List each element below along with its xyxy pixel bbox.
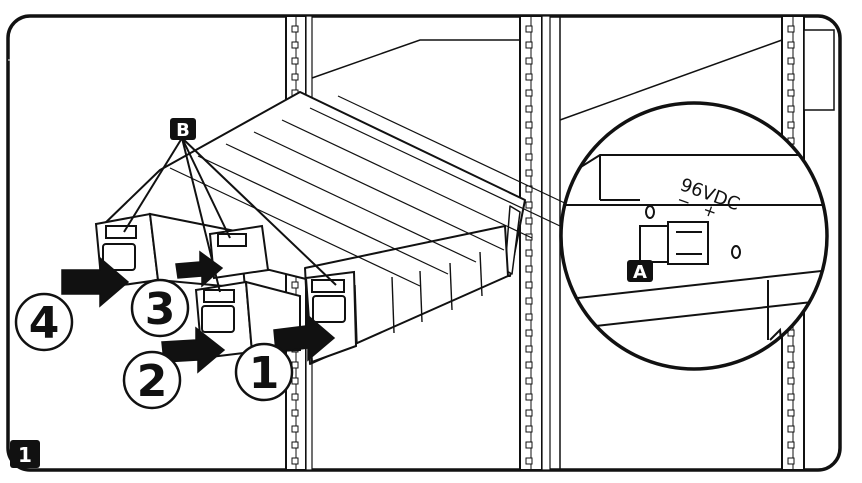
- step-number-4: 4: [29, 298, 60, 349]
- rail-hole: [525, 25, 533, 33]
- rail-hole: [787, 41, 795, 49]
- rail-hole: [787, 73, 795, 81]
- battery-row-line: [169, 167, 421, 287]
- rail-hole: [525, 361, 533, 369]
- detail-magnifier: 96VDC − +: [559, 101, 829, 371]
- polarity-minus: −: [674, 190, 693, 212]
- rail-hole: [787, 329, 795, 337]
- rail-hole: [525, 281, 533, 289]
- rail-hole: [525, 121, 533, 129]
- battery-row-line: [337, 95, 589, 215]
- step-circle-1: 1: [234, 342, 294, 402]
- arrow-module-4: [61, 256, 130, 308]
- step-tag-number: 1: [18, 443, 32, 467]
- rail-hole: [525, 153, 533, 161]
- callout-a-label: A: [633, 262, 647, 283]
- battery-row-line: [281, 119, 533, 239]
- rail-hole: [291, 393, 299, 401]
- callout-b: B: [123, 118, 337, 293]
- rail-hole: [525, 73, 533, 81]
- step-circle-3: 3: [130, 278, 190, 338]
- rail-hole: [525, 41, 533, 49]
- callout-b-tag: [170, 118, 196, 140]
- rail-hole: [525, 313, 533, 321]
- rail-hole: [291, 57, 299, 65]
- rail-hole: [525, 137, 533, 145]
- rail-hole: [291, 25, 299, 33]
- rail-hole: [787, 121, 795, 129]
- rail-hole: [787, 25, 795, 33]
- rail-hole: [525, 425, 533, 433]
- rail-hole: [525, 297, 533, 305]
- rail-hole: [291, 425, 299, 433]
- callout-a: A: [627, 260, 653, 283]
- rail-hole: [525, 265, 533, 273]
- step-number-1: 1: [249, 348, 280, 399]
- battery-row-line: [197, 155, 449, 275]
- battery-row-line: [225, 143, 477, 263]
- step-circle-4: 4: [14, 292, 74, 352]
- rail-hole: [525, 329, 533, 337]
- step-circle-2: 2: [122, 350, 182, 410]
- rail-hole: [525, 57, 533, 65]
- rail-hole: [787, 57, 795, 65]
- rail-hole: [787, 361, 795, 369]
- step-tag: 1: [10, 440, 40, 468]
- rail-hole: [291, 409, 299, 417]
- step-number-2: 2: [137, 356, 168, 407]
- rail-hole: [525, 377, 533, 385]
- rail-hole: [291, 377, 299, 385]
- callout-b-label: B: [176, 120, 190, 141]
- battery-row-line: [253, 131, 505, 251]
- rail-hole: [787, 377, 795, 385]
- rail-hole: [525, 105, 533, 113]
- rail-hole: [525, 217, 533, 225]
- rail-hole: [525, 169, 533, 177]
- rail-hole: [291, 281, 299, 289]
- rail-hole: [291, 361, 299, 369]
- rail-hole: [525, 345, 533, 353]
- rail-hole: [291, 41, 299, 49]
- connector-plug: [667, 221, 709, 265]
- rail-hole: [525, 89, 533, 97]
- rail-hole: [787, 409, 795, 417]
- step-tag-box: [10, 440, 40, 468]
- battery-row-line: [309, 107, 561, 227]
- rail-hole: [787, 441, 795, 449]
- rail-hole: [787, 457, 795, 465]
- rail-hole: [787, 425, 795, 433]
- rail-hole: [525, 201, 533, 209]
- arrow-module-3: [175, 250, 224, 288]
- rail-hole: [787, 345, 795, 353]
- callout-a-tag: [627, 260, 653, 282]
- rail-hole: [525, 409, 533, 417]
- rail-hole: [291, 457, 299, 465]
- connector-socket: [639, 225, 671, 263]
- rail-hole: [525, 457, 533, 465]
- rail-hole: [291, 441, 299, 449]
- rail-hole: [787, 89, 795, 97]
- rail-hole: [525, 393, 533, 401]
- rail-hole: [291, 73, 299, 81]
- insert-arrows: [61, 250, 336, 374]
- rail-hole: [787, 105, 795, 113]
- polarity-plus: +: [700, 200, 719, 222]
- rail-hole: [525, 441, 533, 449]
- rack-rail-center: [519, 16, 561, 470]
- step-number-3: 3: [145, 284, 176, 335]
- rail-hole: [525, 249, 533, 257]
- rail-hole: [787, 393, 795, 401]
